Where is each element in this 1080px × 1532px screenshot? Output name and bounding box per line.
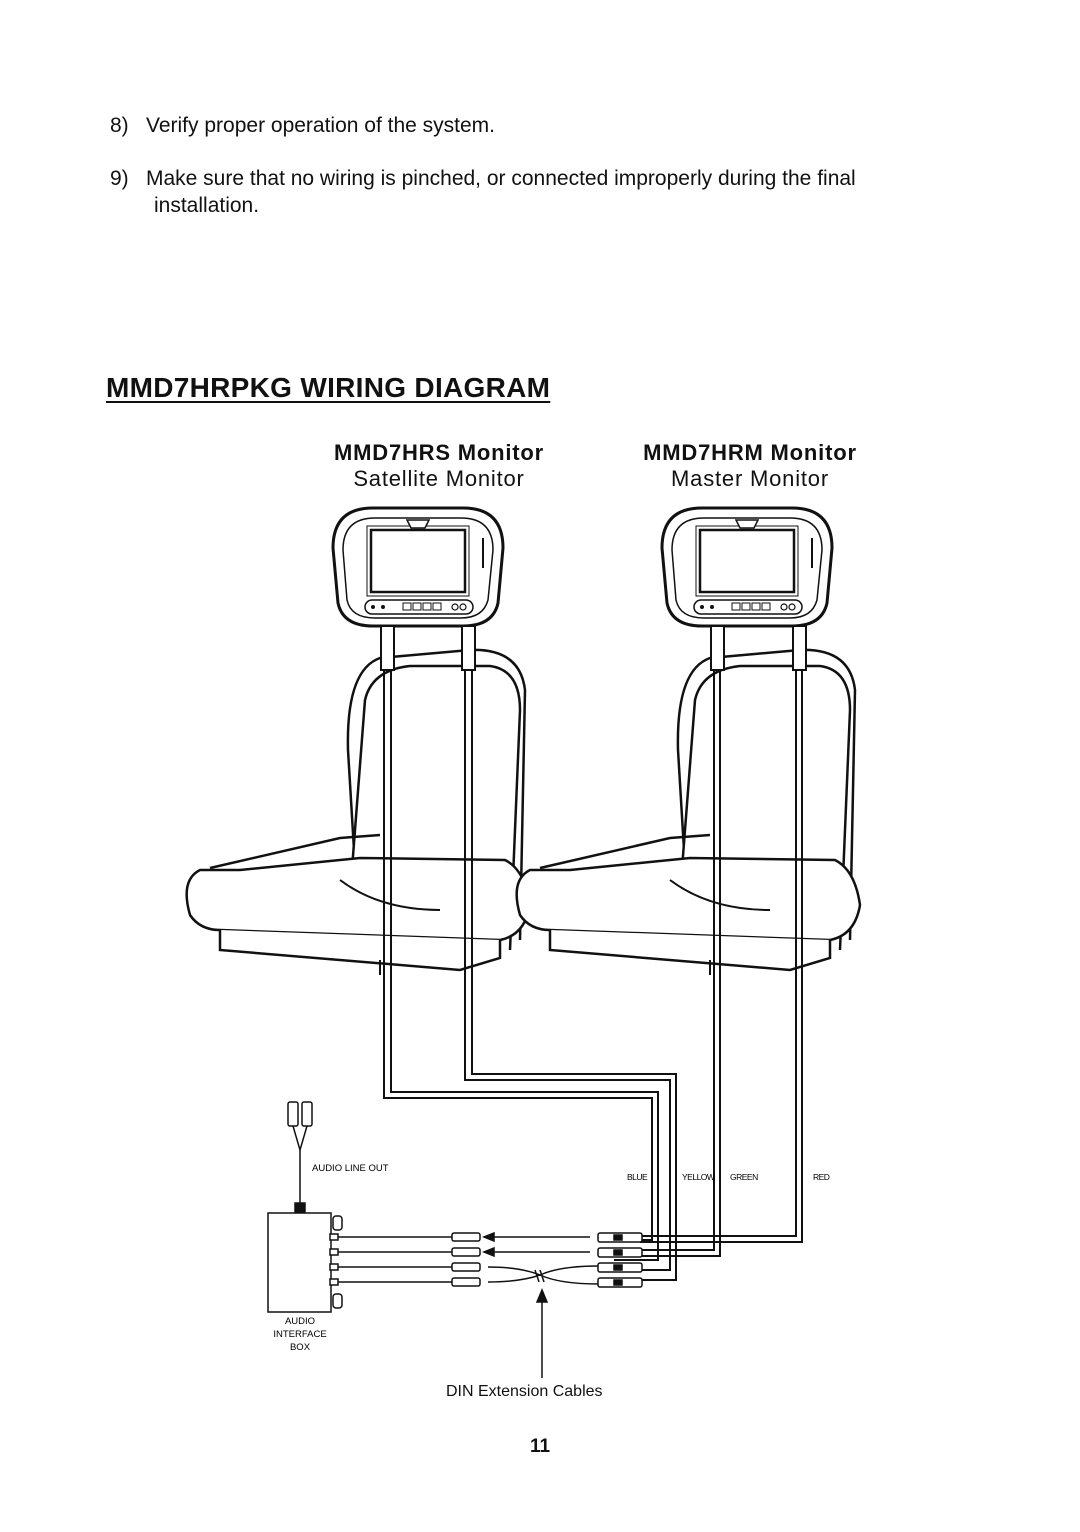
satellite-monitor-role: Satellite Monitor	[353, 466, 525, 491]
step-9-text: Make sure that no wiring is pinched, or …	[146, 167, 856, 190]
audio-line-out-connector	[287, 1101, 313, 1214]
section-title: MMD7HRPKG WIRING DIAGRAM	[106, 372, 551, 403]
step-9: 9) Make sure that no wiring is pinched, o…	[110, 165, 970, 219]
signal-arrows	[481, 1231, 590, 1378]
din-leads	[338, 1232, 599, 1287]
audio-line-out-label: AUDIO LINE OUT	[312, 1163, 389, 1174]
audio-interface-box-label-2: INTERFACE	[273, 1329, 326, 1340]
master-monitor-role: Master Monitor	[671, 466, 829, 491]
master-cables	[614, 670, 803, 1257]
din-connectors	[597, 1232, 643, 1288]
step-8-number: 8)	[110, 114, 129, 137]
step-8: 8) Verify proper operation of the system.	[110, 112, 495, 139]
page-number: 11	[529, 1436, 551, 1457]
satellite-monitor-illustration	[331, 506, 505, 628]
audio-interface-box-label-3: BOX	[290, 1342, 311, 1353]
din-extension-cables-label: DIN Extension Cables	[446, 1383, 603, 1400]
master-seat	[515, 648, 862, 977]
wire-color-green: GREEN	[730, 1172, 758, 1182]
audio-interface-box-label-1: AUDIO	[285, 1316, 315, 1327]
wire-color-yellow: YELLOW	[682, 1172, 715, 1182]
master-monitor-model: MMD7HRM Monitor	[643, 440, 857, 465]
wire-color-red: RED	[813, 1172, 830, 1182]
step-9-continuation: installation.	[154, 194, 260, 217]
step-9-number: 9)	[110, 167, 129, 190]
audio-interface-box	[267, 1212, 343, 1313]
satellite-seat	[185, 648, 532, 977]
headrest-posts	[380, 625, 807, 671]
satellite-monitor-model: MMD7HRS Monitor	[334, 440, 544, 465]
satellite-cables	[383, 670, 677, 1281]
step-8-text: Verify proper operation of the system.	[146, 114, 496, 137]
wire-color-blue: BLUE	[627, 1172, 648, 1182]
master-monitor-illustration	[660, 506, 834, 628]
